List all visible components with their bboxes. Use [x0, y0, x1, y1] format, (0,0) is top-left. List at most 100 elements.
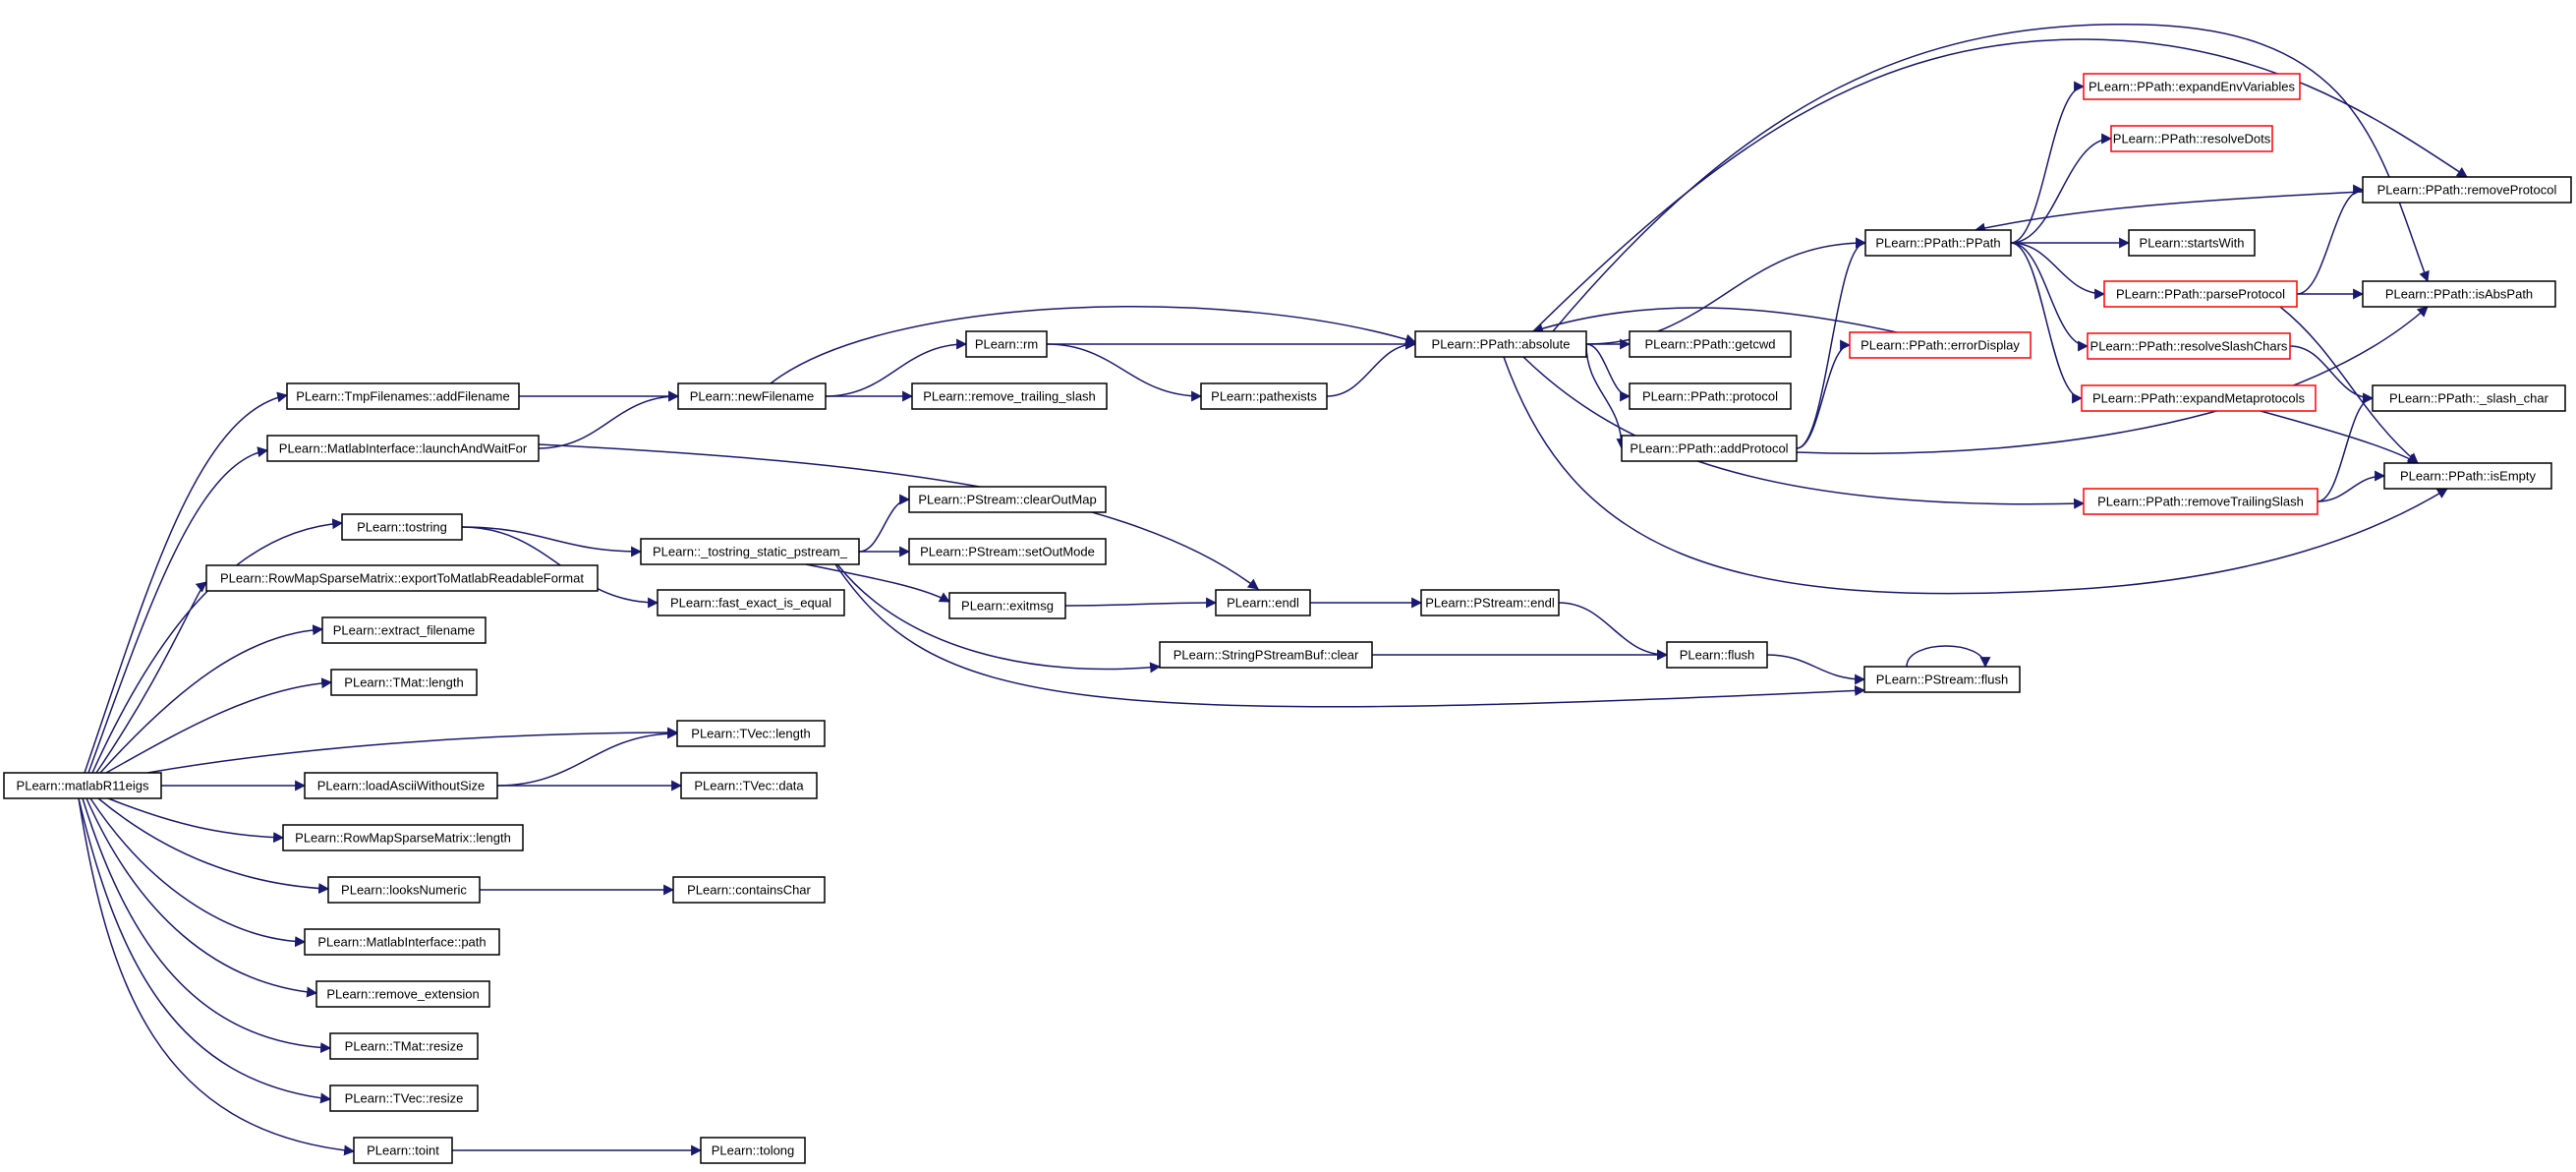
edge-addProtocol-to-ppath	[1796, 237, 1867, 449]
node-label: PLearn::PStream::clearOutMap	[918, 493, 1096, 507]
node-box	[911, 382, 1108, 410]
edge-root-to-tmat_resize	[82, 797, 332, 1054]
node-rowmap_length[interactable]: PLearn::RowMapSparseMatrix::length	[282, 824, 524, 851]
node-box	[304, 772, 498, 799]
edge-root-to-tmat_length	[105, 677, 333, 774]
node-slash_char[interactable]: PLearn::PPath::_slash_char	[2372, 384, 2566, 412]
node-containsChar[interactable]: PLearn::containsChar	[672, 876, 826, 904]
node-addProtocol[interactable]: PLearn::PPath::addProtocol	[1621, 435, 1798, 462]
node-rm[interactable]: PLearn::rm	[965, 330, 1048, 358]
node-exportToMatlab[interactable]: PLearn::RowMapSparseMatrix::exportToMatl…	[205, 564, 599, 592]
node-label: PLearn::extract_filename	[333, 623, 476, 638]
node-box	[341, 513, 463, 541]
node-tvec_resize[interactable]: PLearn::TVec::resize	[329, 1084, 479, 1112]
node-setOutMode[interactable]: PLearn::PStream::setOutMode	[908, 538, 1107, 565]
node-label: PLearn::TMat::length	[344, 675, 463, 690]
edge-absolute-to-addProtocol	[1585, 343, 1628, 450]
node-label: PLearn::PPath::protocol	[1642, 389, 1778, 404]
node-root[interactable]: PLearn::matlabR11eigs	[3, 772, 162, 799]
node-startsWith[interactable]: PLearn::startsWith	[2128, 229, 2256, 257]
node-exitmsg[interactable]: PLearn::exitmsg	[948, 592, 1066, 619]
node-box	[908, 538, 1107, 565]
node-pstream_flush[interactable]: PLearn::PStream::flush	[1863, 666, 2021, 693]
node-extract_filename[interactable]: PLearn::extract_filename	[321, 616, 487, 644]
node-label: PLearn::looksNumeric	[341, 883, 467, 898]
node-label: PLearn::PPath::expandEnvVariables	[2089, 80, 2296, 94]
node-box	[2372, 384, 2566, 412]
node-sp_clear[interactable]: PLearn::StringPStreamBuf::clear	[1159, 641, 1373, 669]
node-label: PLearn::PPath::expandMetaprotocols	[2092, 391, 2306, 406]
node-label: PLearn::matlabR11eigs	[17, 779, 149, 793]
node-tvec_length[interactable]: PLearn::TVec::length	[676, 720, 826, 747]
node-label: PLearn::RowMapSparseMatrix::length	[295, 831, 511, 846]
node-launchAndWaitFor[interactable]: PLearn::MatlabInterface::launchAndWaitFo…	[266, 435, 540, 462]
node-box	[2083, 488, 2318, 515]
edge-absolute-to-protocol	[1585, 343, 1631, 402]
node-pathexists[interactable]: PLearn::pathexists	[1200, 382, 1328, 410]
node-resolveSlash[interactable]: PLearn::PPath::resolveSlashChars	[2087, 332, 2291, 360]
node-looksNumeric[interactable]: PLearn::looksNumeric	[327, 876, 481, 904]
node-box	[1414, 330, 1587, 358]
edge-pstream_endl-to-flush	[1558, 602, 1669, 661]
node-box	[948, 592, 1066, 619]
node-box	[1215, 589, 1311, 616]
node-label: PLearn::TVec::resize	[345, 1091, 464, 1106]
node-matlab_path[interactable]: PLearn::MatlabInterface::path	[304, 928, 500, 956]
node-removeTrailing[interactable]: PLearn::PPath::removeTrailingSlash	[2083, 488, 2318, 515]
node-pstream_endl[interactable]: PLearn::PStream::endl	[1420, 589, 1560, 616]
node-getcwd[interactable]: PLearn::PPath::getcwd	[1629, 330, 1792, 358]
node-tostring_static[interactable]: PLearn::_tostring_static_pstream_	[640, 538, 860, 565]
node-box	[205, 564, 599, 592]
node-newFilename[interactable]: PLearn::newFilename	[677, 382, 827, 410]
node-box	[677, 382, 827, 410]
node-remove_trailing_slash[interactable]: PLearn::remove_trailing_slash	[911, 382, 1108, 410]
node-removeProtocol[interactable]: PLearn::PPath::removeProtocol	[2362, 176, 2572, 204]
node-box	[2087, 332, 2291, 360]
node-label: PLearn::PPath::resolveDots	[2113, 132, 2271, 146]
node-label: PLearn::MatlabInterface::launchAndWaitFo…	[279, 441, 528, 456]
node-tmat_resize[interactable]: PLearn::TMat::resize	[329, 1032, 479, 1060]
edge-ppath-to-resolveSlash	[2010, 242, 2089, 352]
node-resolveDots[interactable]: PLearn::PPath::resolveDots	[2110, 125, 2273, 152]
node-tvec_data[interactable]: PLearn::TVec::data	[680, 772, 818, 799]
node-label: PLearn::StringPStreamBuf::clear	[1174, 648, 1359, 663]
node-errorDisplay[interactable]: PLearn::PPath::errorDisplay	[1849, 331, 2032, 359]
node-loadAscii[interactable]: PLearn::loadAsciiWithoutSize	[304, 772, 498, 799]
edge-ppath-to-resolveDots	[2010, 133, 2113, 244]
node-flush[interactable]: PLearn::flush	[1666, 641, 1768, 669]
node-clearOutMap[interactable]: PLearn::PStream::clearOutMap	[908, 486, 1107, 513]
node-expandMeta[interactable]: PLearn::PPath::expandMetaprotocols	[2081, 384, 2317, 412]
node-addFilename[interactable]: PLearn::TmpFilenames::addFilename	[286, 382, 520, 410]
node-absolute[interactable]: PLearn::PPath::absolute	[1414, 330, 1587, 358]
node-expandEnv[interactable]: PLearn::PPath::expandEnvVariables	[2083, 73, 2301, 100]
node-parseProtocol[interactable]: PLearn::PPath::parseProtocol	[2103, 280, 2298, 308]
node-remove_extension[interactable]: PLearn::remove_extension	[315, 980, 490, 1008]
node-label: PLearn::PPath::resolveSlashChars	[2090, 339, 2288, 354]
node-box	[640, 538, 860, 565]
node-label: PLearn::endl	[1227, 596, 1299, 611]
edge-parseProtocol-to-removeProtocol	[2296, 184, 2365, 295]
node-endl[interactable]: PLearn::endl	[1215, 589, 1311, 616]
node-ppath[interactable]: PLearn::PPath::PPath	[1864, 229, 2012, 257]
node-protocol[interactable]: PLearn::PPath::protocol	[1629, 382, 1792, 410]
node-fast_exact[interactable]: PLearn::fast_exact_is_equal	[657, 589, 845, 616]
node-box	[672, 876, 826, 904]
edge-rm-to-pathexists	[1046, 343, 1203, 402]
node-box	[1849, 331, 2032, 359]
node-isAbsPath[interactable]: PLearn::PPath::isAbsPath	[2362, 280, 2556, 308]
node-box	[330, 669, 478, 696]
nodes-layer: PLearn::matlabR11eigs PLearn::TmpFilename…	[3, 73, 2572, 1164]
node-tolong[interactable]: PLearn::tolong	[700, 1137, 806, 1164]
edge-root-to-matlab_path	[89, 797, 307, 948]
node-tmat_length[interactable]: PLearn::TMat::length	[330, 669, 478, 696]
edge-absolute-to-removeTrailing	[1522, 356, 2086, 509]
node-toint[interactable]: PLearn::toint	[353, 1137, 453, 1164]
edge-addProtocol-to-isAbsPath	[1796, 306, 2429, 454]
node-box	[657, 589, 845, 616]
node-box	[2128, 229, 2256, 257]
edge-removeTrailing-to-slash_char	[2317, 392, 2375, 502]
node-box	[1629, 382, 1792, 410]
edge-root-to-tvec_length	[146, 727, 679, 774]
node-tostring[interactable]: PLearn::tostring	[341, 513, 463, 541]
node-isEmpty[interactable]: PLearn::PPath::isEmpty	[2383, 462, 2552, 490]
